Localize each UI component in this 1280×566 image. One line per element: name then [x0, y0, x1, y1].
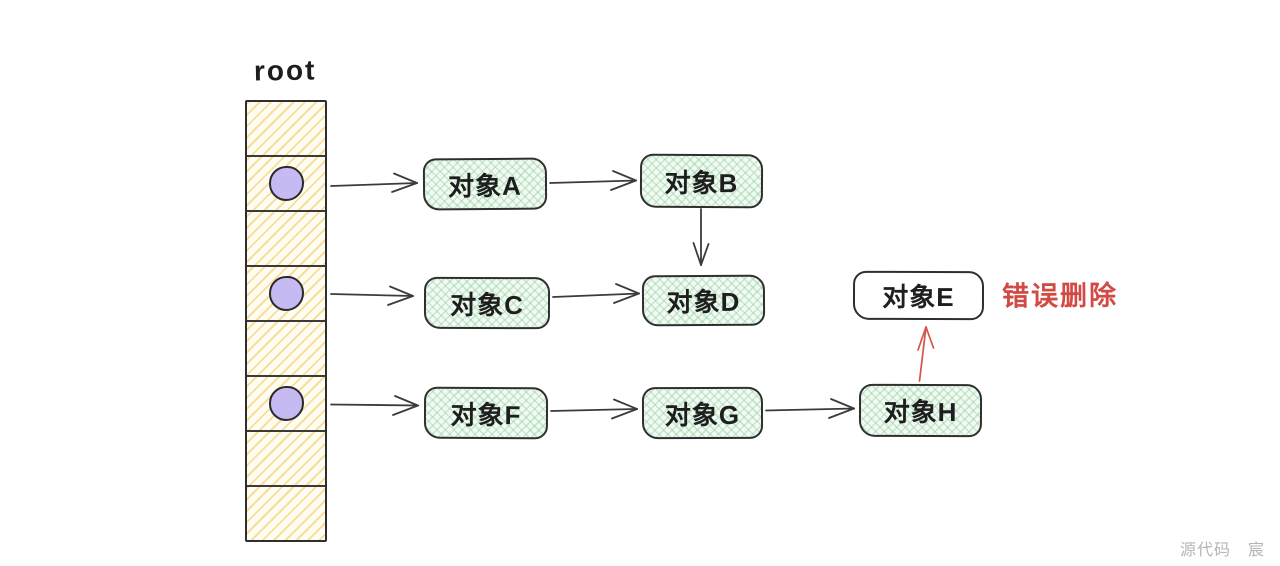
- node-obj-D: 对象D: [641, 274, 766, 327]
- node-obj-H: 对象H: [858, 383, 983, 438]
- node-obj-F-label: 对象F: [450, 399, 522, 430]
- stack-cell-pointer: [247, 377, 325, 432]
- node-obj-E-label: 对象E: [882, 281, 955, 313]
- stack-cell: [247, 212, 325, 267]
- arrow-root5-to-objF: [330, 395, 419, 416]
- arrow-root3-to-objC: [330, 285, 414, 306]
- arrow-objH-to-objE: [917, 326, 935, 382]
- stack-cell-pointer: [247, 157, 325, 212]
- stack-cell-pointer: [247, 267, 325, 322]
- stack-cell: [247, 487, 325, 540]
- arrow-objB-to-objD: [692, 208, 710, 266]
- stack-cell: [247, 322, 325, 377]
- node-obj-F: 对象F: [423, 386, 549, 440]
- root-stack: [245, 100, 327, 542]
- node-obj-E: 对象E: [852, 270, 985, 321]
- pointer-dot: [268, 166, 304, 201]
- arrow-objC-to-objD: [552, 283, 640, 304]
- node-obj-C-label: 对象C: [450, 289, 524, 320]
- node-obj-A-label: 对象A: [448, 170, 523, 201]
- stack-cell: [247, 432, 325, 487]
- node-obj-C: 对象C: [423, 276, 551, 330]
- arrow-objA-to-objB: [549, 170, 637, 191]
- node-obj-H-label: 对象H: [883, 396, 958, 428]
- stack-cell: [247, 102, 325, 157]
- pointer-dot: [268, 276, 304, 311]
- node-obj-D-label: 对象D: [666, 286, 741, 318]
- node-obj-G-label: 对象G: [664, 399, 741, 430]
- arrow-root1-to-objA: [330, 172, 418, 193]
- node-obj-B-label: 对象B: [664, 167, 739, 198]
- node-obj-G: 对象G: [641, 386, 764, 440]
- node-obj-B: 对象B: [639, 153, 764, 209]
- node-obj-A: 对象A: [422, 157, 548, 211]
- wrong-delete-annotation: 错误删除: [1001, 280, 1119, 312]
- arrow-objF-to-objG: [550, 398, 638, 420]
- arrow-objG-to-objH: [765, 398, 855, 419]
- watermark: 源代码 宸: [1180, 542, 1266, 559]
- pointer-dot: [268, 386, 304, 421]
- root-label: root: [253, 54, 317, 87]
